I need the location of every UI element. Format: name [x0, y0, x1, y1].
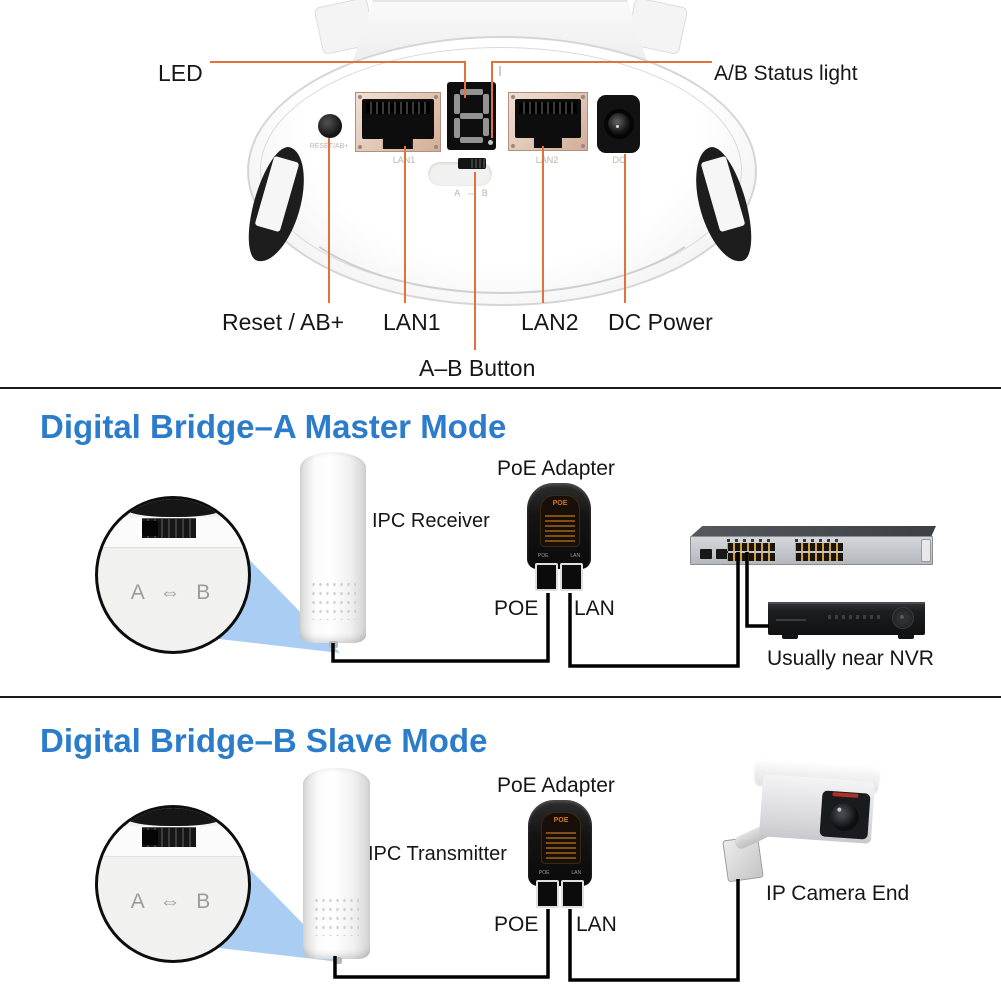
lan1-leader [404, 146, 406, 303]
lan2-label: LAN2 [521, 309, 579, 335]
lan2-leader [542, 146, 544, 303]
slave-bridge-port-nub [333, 957, 342, 964]
lan2-tab [533, 136, 563, 148]
ab-slide-switch-zoomed[interactable] [142, 518, 196, 538]
dc-print-label: DC [612, 155, 626, 165]
ab-status-leader-h [491, 61, 712, 63]
lan1-pins [366, 102, 430, 114]
ab-status-label: A/B Status light [714, 62, 858, 85]
lan-port-print: LAN [570, 553, 581, 559]
lan2-print-label: LAN2 [535, 155, 559, 165]
slave-title: Digital Bridge–B Slave Mode [40, 722, 488, 759]
switch-port-group-1-row-1[interactable] [727, 543, 775, 551]
master-bridge-unit [300, 452, 366, 643]
dc-power-label: DC Power [608, 309, 713, 335]
lan2-pins [519, 102, 577, 114]
poe-port-print: POE [537, 553, 549, 559]
lan2-port[interactable] [508, 92, 588, 151]
slave-poe-adapter: POE POE LAN [528, 800, 592, 910]
lan-port-print: LAN [571, 870, 582, 876]
adapter-poe-port[interactable] [535, 563, 558, 591]
ab-slide-switch[interactable] [458, 158, 486, 169]
seven-segment-display [447, 82, 496, 150]
poe-brand-text: POE [553, 817, 569, 824]
ab-print-label: A ⇔ B [454, 188, 490, 198]
section-divider-2 [0, 696, 1001, 698]
led-leader-h [210, 61, 466, 63]
reset-label: Reset / AB+ [222, 309, 345, 335]
poe-sticker: POE [541, 812, 581, 864]
nvr-device [768, 602, 925, 635]
ab-status-leader-v [491, 61, 493, 138]
camera-lens [829, 802, 860, 832]
adapter-lan-port[interactable] [560, 563, 583, 591]
ipc-receiver-label: IPC Receiver [372, 510, 490, 532]
lan1-label: LAN1 [383, 309, 441, 335]
ip-camera [705, 756, 925, 886]
dc-power-jack[interactable] [597, 95, 640, 153]
reset-button[interactable] [318, 114, 342, 138]
magnifier-device-edge [126, 499, 222, 517]
ab-button-leader [474, 172, 476, 350]
master-ab-magnifier: A ⇔ B [95, 496, 251, 654]
slave-poe-adapter-title: PoE Adapter [497, 774, 615, 797]
switch-port-group-2-row-1[interactable] [795, 543, 843, 551]
adapter-lan-port[interactable] [561, 880, 584, 908]
switch-port-group-2-row-2[interactable] [795, 553, 843, 561]
lan1-port[interactable] [355, 92, 441, 152]
master-poe-adapter: POE POE LAN [527, 483, 591, 593]
led-label: LED [158, 60, 203, 86]
master-title: Digital Bridge–A Master Mode [40, 408, 507, 445]
ipc-transmitter-label: IPC Transmitter [368, 843, 507, 865]
reset-leader [328, 138, 330, 303]
slave-bridge-unit [303, 768, 370, 959]
ab-status-light [488, 140, 493, 145]
master-poe-adapter-title: PoE Adapter [497, 457, 615, 480]
nvr-note-label: Usually near NVR [767, 647, 934, 670]
ab-button-label: A–B Button [419, 355, 536, 381]
adapter-poe-port[interactable] [536, 880, 559, 908]
lan1-print-label: LAN1 [381, 155, 427, 165]
oval-top-seam [499, 66, 501, 76]
slave-ab-magnifier: A ⇔ B [95, 805, 251, 963]
master-bridge-port-nub [329, 641, 338, 648]
oval-bottom-arc [272, 60, 732, 294]
poe-sticker: POE [540, 495, 580, 547]
poe-brand-text: POE [552, 500, 568, 507]
section-divider-1 [0, 387, 1001, 389]
poe-port-print: POE [538, 870, 550, 876]
ab-zoom-label: A ⇔ B [130, 581, 216, 604]
ip-camera-end-label: IP Camera End [766, 882, 910, 905]
led-leader-v [464, 61, 466, 98]
camera-lens-housing [819, 790, 871, 840]
dc-leader [624, 154, 626, 303]
ab-zoom-label: A ⇔ B [130, 890, 216, 913]
ab-slide-switch-zoomed[interactable] [142, 827, 196, 847]
magnifier-device-edge [126, 808, 222, 826]
